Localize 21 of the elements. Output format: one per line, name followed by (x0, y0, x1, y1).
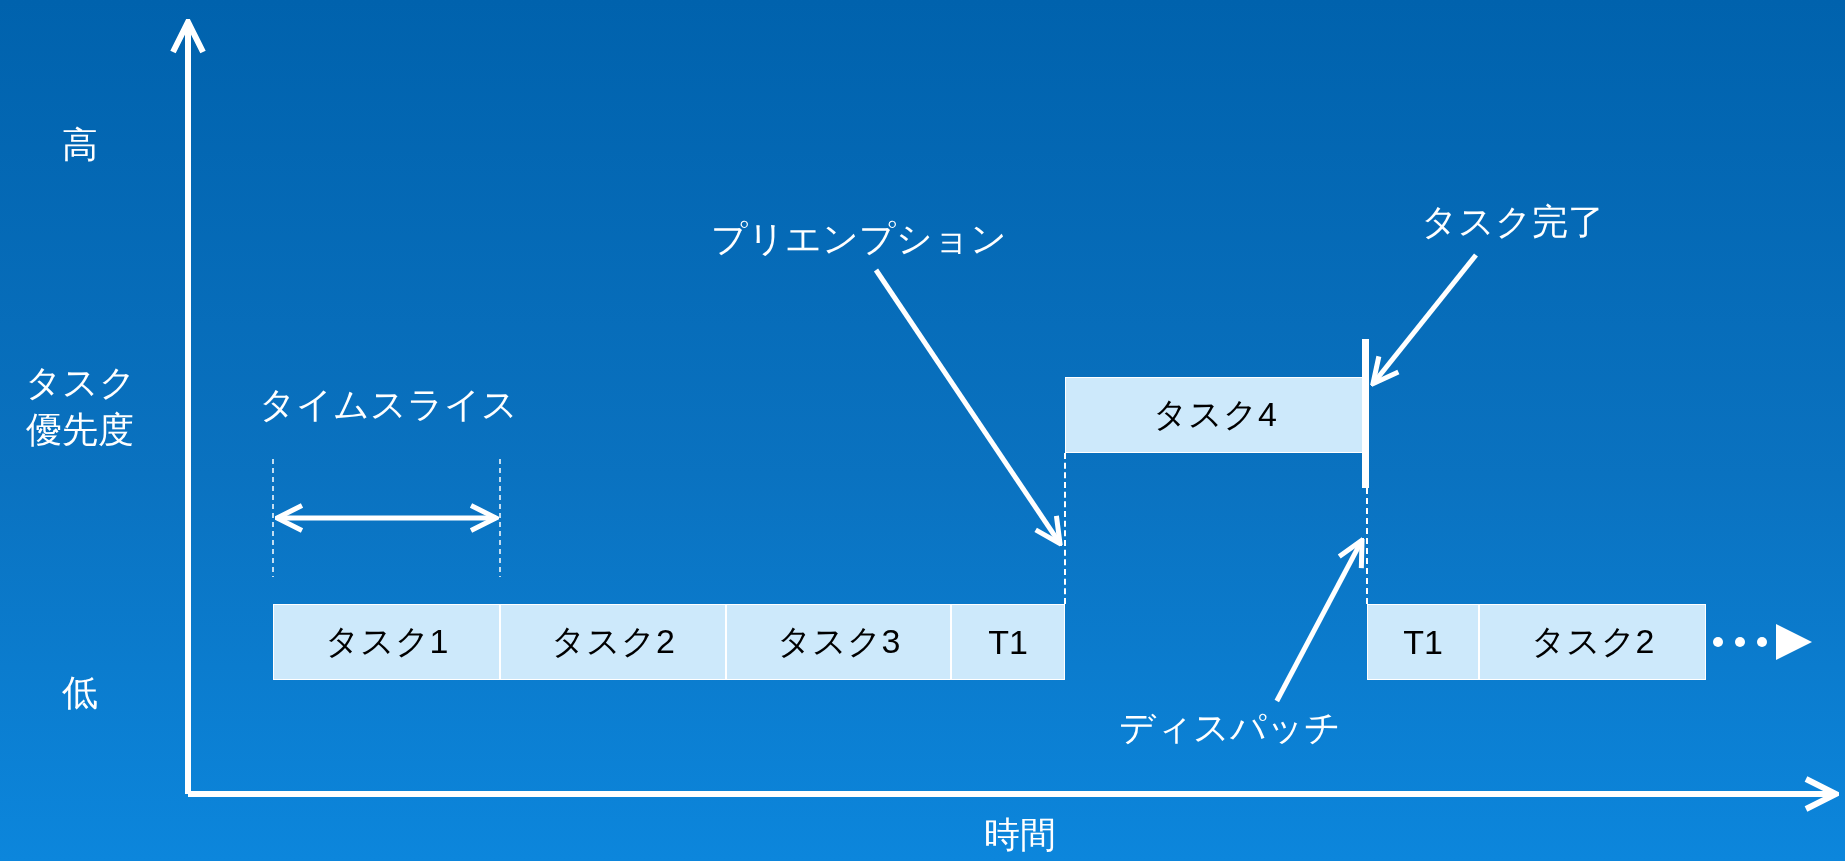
axis-title: タスク優先度 (23, 361, 137, 452)
task-block: T1 (1367, 604, 1479, 680)
leader-arrow (1274, 537, 1365, 703)
task-block: タスク3 (726, 604, 951, 680)
task-block: タスク1 (273, 604, 500, 680)
end-marker-bar (1362, 339, 1369, 488)
axis-label: 低 (61, 671, 99, 715)
axis-title: 時間 (983, 813, 1057, 857)
task-block: タスク2 (1479, 604, 1706, 680)
axis-label: 高 (61, 123, 99, 167)
dimension-label: タイムスライス (257, 383, 519, 427)
callout-text: タスク完了 (1392, 199, 1632, 249)
dashed-switch-line (1064, 453, 1066, 604)
callout-text: ディスパッチ (1100, 705, 1360, 755)
dashed-switch-line (1366, 488, 1368, 604)
task-block: タスク2 (500, 604, 726, 680)
leader-arrow (873, 268, 1063, 547)
task-block: T1 (951, 604, 1065, 680)
leader-arrow (1370, 253, 1478, 387)
task-block: タスク4 (1065, 377, 1365, 453)
callout-text: プリエンプション (689, 216, 1029, 266)
